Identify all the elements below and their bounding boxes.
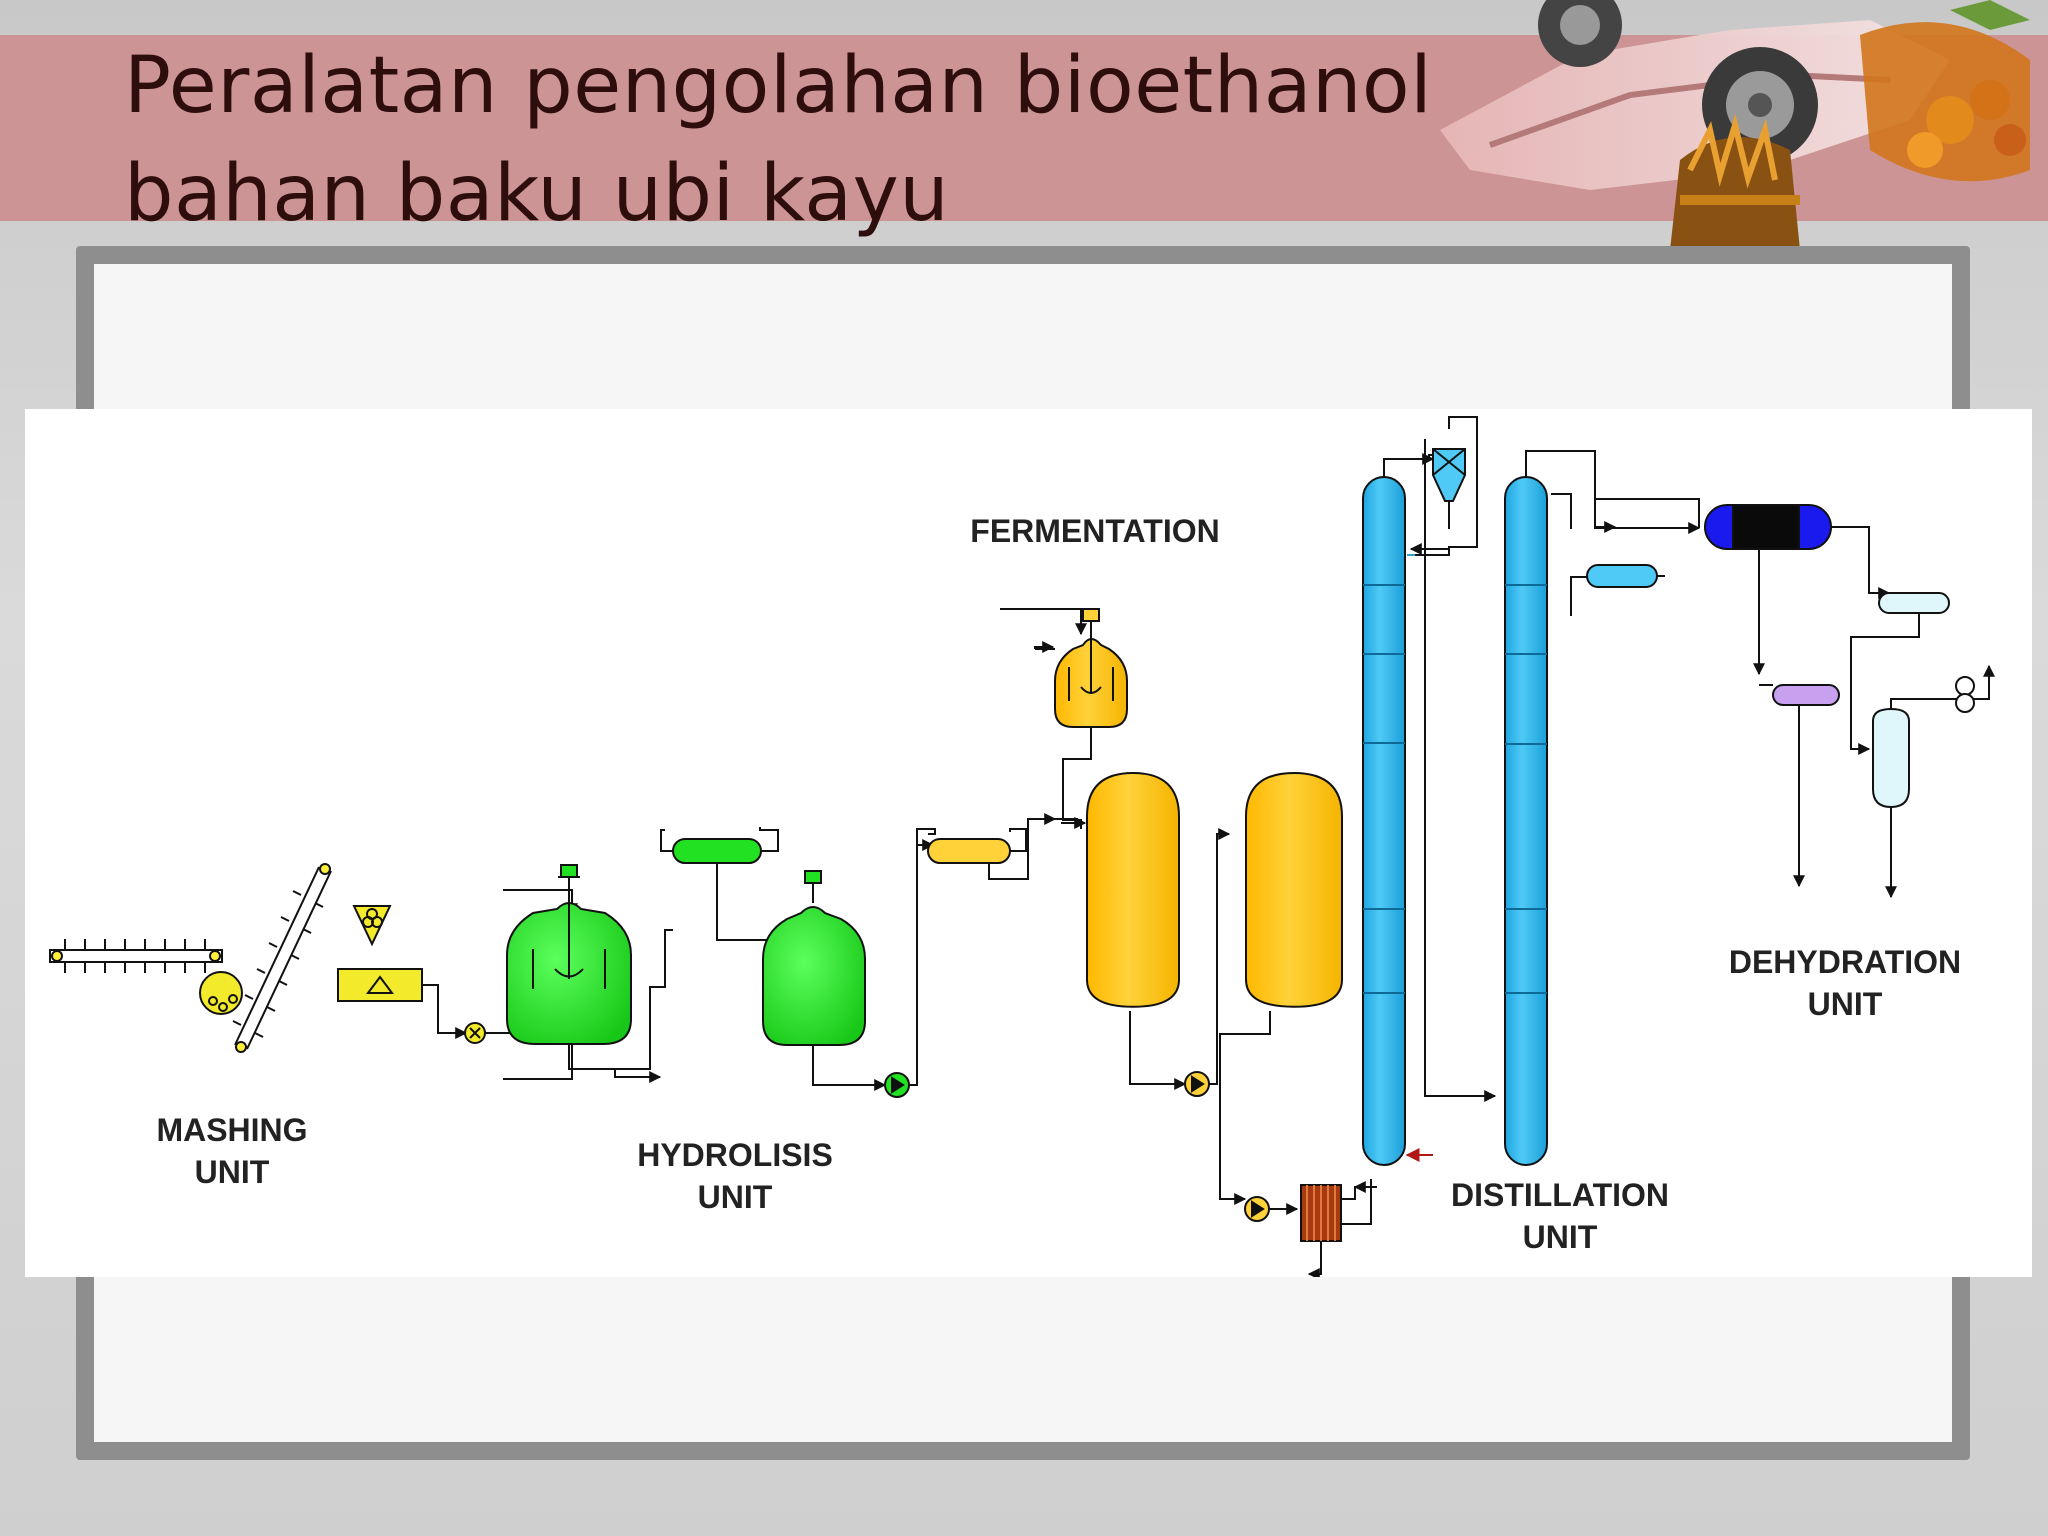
vacuum-pump: [1955, 676, 1975, 713]
dehydration-condenser-1: [1586, 564, 1658, 588]
label-distillation-unit: DISTILLATION UNIT: [1415, 1174, 1705, 1258]
seed-fermenter: [1054, 608, 1128, 728]
hydrolysis-reactor-2: [762, 870, 866, 1046]
pump-distillation-feed: [1244, 1196, 1270, 1222]
slide-title-line-1: Peralatan pengolahan bioethanol: [124, 41, 1433, 131]
process-diagram: MASHING UNIT HYDROLISIS UNIT FERMENTATIO…: [25, 409, 2032, 1277]
rectifier-column: [1504, 476, 1548, 1166]
hydrolysis-reactor-1: [506, 864, 632, 1045]
slide-title-line-2: bahan baku ubi kayu: [124, 149, 950, 239]
fermenter-2: [1245, 772, 1343, 1008]
label-dehydration-unit: DEHYDRATION UNIT: [1700, 941, 1990, 1025]
cyclone-separator: [1432, 448, 1466, 529]
fermentation-heat-exchanger: [927, 838, 1011, 864]
feed-heat-exchanger: [1300, 1184, 1342, 1242]
pump-fermentation: [1184, 1071, 1210, 1097]
dehydration-column-mixer: [1704, 504, 1832, 550]
label-mashing-line-1: MASHING: [156, 1112, 308, 1148]
label-hydrolisis-line-1: HYDROLISIS: [637, 1137, 833, 1173]
pump-mashing: [464, 1022, 486, 1044]
process-flow-svg: [49, 416, 1995, 1277]
dehydration-condenser-2: [1878, 592, 1950, 614]
label-dehydration-line-2: UNIT: [1807, 986, 1883, 1022]
screw-conveyor: [49, 939, 223, 973]
fermenter-1: [1086, 772, 1180, 1008]
beer-column: [1362, 476, 1406, 1166]
dehydration-purple-exchanger: [1772, 684, 1840, 706]
label-hydrolisis-line-2: UNIT: [697, 1179, 773, 1215]
header-decoration-image: [1440, 0, 2030, 250]
hydrolysis-heat-exchanger: [660, 829, 762, 864]
mixing-tank: [337, 968, 423, 1002]
mill: [199, 971, 243, 1015]
label-fermentation: FERMENTATION: [945, 510, 1245, 552]
slide-title: Peralatan pengolahan bioethanol bahan ba…: [124, 32, 1433, 248]
label-mashing-line-2: UNIT: [194, 1154, 270, 1190]
feed-hopper: [352, 905, 392, 947]
label-distillation-line-2: UNIT: [1522, 1219, 1598, 1255]
label-dehydration-line-1: DEHYDRATION: [1728, 944, 1962, 980]
label-mashing-unit: MASHING UNIT: [132, 1109, 332, 1193]
pump-hydrolisis: [884, 1072, 910, 1098]
dehydration-flash-drum: [1872, 707, 1910, 809]
bucket-elevator: [232, 863, 332, 1053]
label-fermentation-text: FERMENTATION: [970, 513, 1220, 549]
label-hydrolisis-unit: HYDROLISIS UNIT: [600, 1134, 870, 1218]
label-distillation-line-1: DISTILLATION: [1450, 1177, 1670, 1213]
